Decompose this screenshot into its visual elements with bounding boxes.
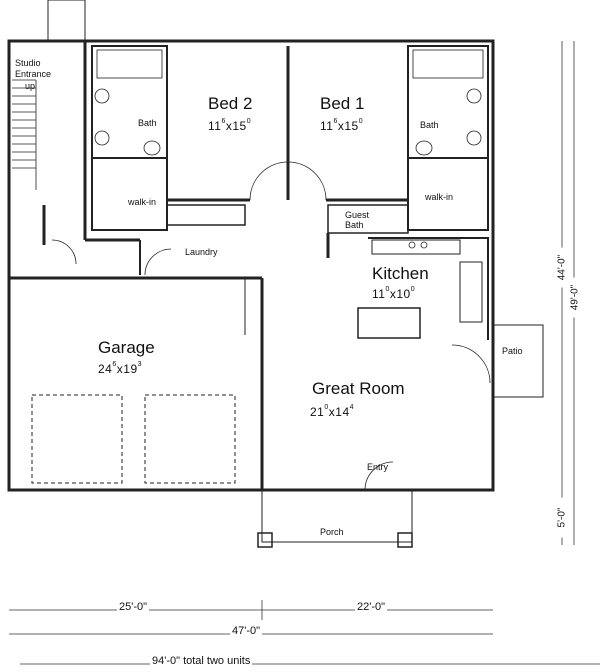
laundry-label: Laundry	[185, 247, 218, 257]
kitchen-name: Kitchen	[372, 264, 429, 283]
dim-two-units: 94'-0" total two units	[150, 655, 253, 667]
porch-label: Porch	[320, 527, 344, 537]
dim-porch-depth: 5'-0"	[556, 497, 568, 538]
bed2-name: Bed 2	[208, 94, 253, 113]
walkin-left-label: walk-in	[128, 197, 157, 207]
patio-label: Patio	[502, 346, 523, 356]
bath-left-label: Bath	[138, 118, 157, 128]
kitchen-island	[357, 307, 421, 339]
garage-name: Garage	[98, 338, 155, 357]
kitchen-size: 110x100	[372, 286, 416, 301]
great-room-size: 210x144	[310, 404, 355, 419]
dim-depth-total: 49'-0"	[569, 277, 581, 318]
dim-total-width: 47'-0"	[230, 625, 263, 637]
dim-right-width: 22'-0"	[355, 601, 388, 613]
entry-label: Entry	[367, 462, 389, 472]
bath-right-label: Bath	[420, 120, 439, 130]
dim-left-width: 25'-0"	[117, 601, 150, 613]
bed1-name: Bed 1	[320, 94, 365, 113]
dim-depth-main: 44'-0"	[556, 247, 568, 288]
walkin-right-label: walk-in	[425, 192, 454, 202]
outer-wall	[7, 39, 495, 492]
garage-size: 246x193	[98, 361, 143, 376]
great-room-name: Great Room	[312, 379, 405, 398]
stairs-up-label: up	[25, 81, 36, 91]
bed1-size: 116x150	[320, 118, 364, 133]
bed2-size: 116x150	[208, 118, 252, 133]
